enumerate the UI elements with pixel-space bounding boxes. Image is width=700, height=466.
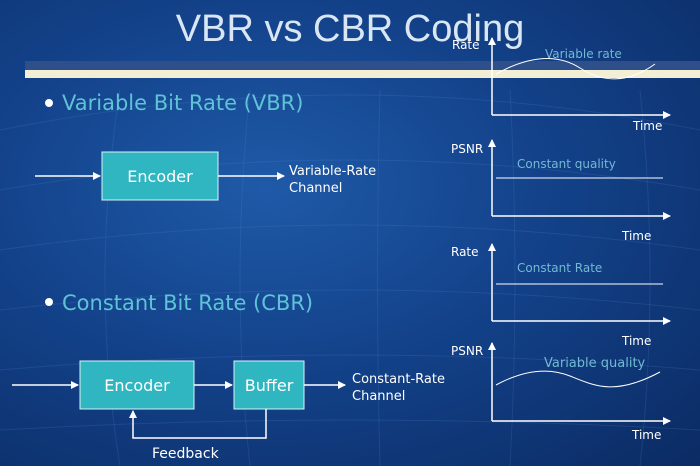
vbr-encoder-box bbox=[101, 151, 219, 201]
title-band bbox=[25, 61, 700, 78]
graph-caption: Variable quality bbox=[544, 356, 646, 371]
graph-y-label: PSNR bbox=[451, 142, 483, 156]
bullet-cbr-label: Constant Bit Rate (CBR) bbox=[62, 291, 313, 315]
graph-cbr-psnr: PSNR Time Variable quality bbox=[451, 342, 671, 442]
graph-x-label: Time bbox=[631, 428, 661, 442]
graph-vbr-rate: Rate Time Variable rate bbox=[452, 37, 671, 133]
cbr-channel-label-line2: Channel bbox=[352, 389, 405, 404]
cbr-diagram: Encoder Buffer Constant-Rate Channel Fee… bbox=[12, 360, 445, 462]
cbr-channel-label-line1: Constant-Rate bbox=[352, 372, 445, 387]
graph-caption: Constant Rate bbox=[517, 261, 602, 275]
cbr-encoder-label: Encoder bbox=[104, 376, 170, 395]
vbr-channel-label-line2: Channel bbox=[289, 181, 342, 196]
vbr-encoder-label: Encoder bbox=[127, 167, 193, 186]
cbr-encoder-box bbox=[79, 360, 195, 410]
feedback-loop-arrow bbox=[129, 409, 267, 439]
bullet-dot bbox=[45, 298, 53, 306]
feedback-label: Feedback bbox=[152, 446, 220, 462]
bullet-dot bbox=[45, 99, 53, 107]
slide-title: VBR vs CBR Coding bbox=[176, 8, 524, 50]
bullet-vbr: Variable Bit Rate (VBR) bbox=[45, 91, 303, 115]
vbr-channel-label-line1: Variable-Rate bbox=[289, 164, 376, 179]
graph-vbr-psnr: PSNR Time Constant quality bbox=[451, 139, 671, 243]
cbr-buffer-label: Buffer bbox=[245, 376, 294, 395]
variable-quality-curve bbox=[495, 370, 661, 388]
bullet-cbr: Constant Bit Rate (CBR) bbox=[45, 291, 313, 315]
graph-y-label: PSNR bbox=[451, 344, 483, 358]
graph-caption: Variable rate bbox=[545, 47, 622, 61]
bullet-vbr-label: Variable Bit Rate (VBR) bbox=[62, 91, 303, 115]
graph-x-label: Time bbox=[621, 334, 651, 348]
graph-x-label: Time bbox=[621, 229, 651, 243]
vbr-diagram: Encoder Variable-Rate Channel bbox=[35, 151, 376, 201]
graph-cbr-rate: Rate Time Constant Rate bbox=[451, 243, 671, 348]
graph-y-label: Rate bbox=[451, 245, 479, 259]
graph-caption: Constant quality bbox=[517, 157, 616, 171]
variable-rate-curve bbox=[495, 58, 656, 80]
graph-x-label: Time bbox=[632, 119, 662, 133]
graph-y-label: Rate bbox=[452, 38, 480, 52]
